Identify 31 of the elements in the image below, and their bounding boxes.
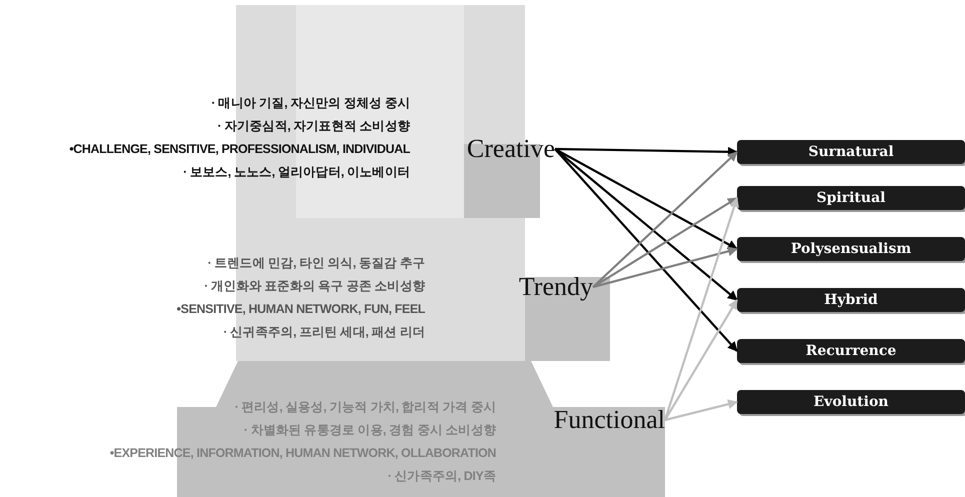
arrow — [554, 148, 738, 301]
trend-box: Recurrence — [737, 339, 965, 363]
arrow — [664, 399, 738, 422]
segment-label: Trendy — [475, 272, 593, 302]
bullet-text: · 차별화된 유통경로 이용, 경험 중시 소비성향 — [244, 422, 496, 438]
arrow — [554, 148, 738, 250]
arrow — [592, 151, 738, 288]
arrow — [592, 197, 738, 288]
bullet-text: · 자기중심적, 자기표현적 소비성향 — [218, 118, 410, 134]
bullet-text: · 신가족주의, DIY족 — [388, 468, 496, 484]
arrow — [664, 197, 739, 420]
segment-label: Functional — [516, 405, 665, 435]
bullet-text: •EXPERIENCE, INFORMATION, HUMAN NETWORK, OLLABORATION — [110, 445, 496, 461]
trend-box: Spiritual — [737, 186, 965, 210]
trend-box: Surnatural — [737, 140, 965, 164]
bullet-text: · 트렌드에 민감, 타인 의식, 동질감 추구 — [208, 255, 425, 271]
bullet-text: · 신귀족주의, 프리틴 세대, 패션 리더 — [223, 324, 425, 340]
trend-box: Hybrid — [737, 288, 965, 312]
bullet-text: •CHALLENGE, SENSITIVE, PROFESSIONALISM, INDIVIDUAL — [69, 141, 410, 157]
arrow — [554, 146, 738, 157]
arrow — [592, 246, 738, 288]
trend-box: Polysensualism — [737, 237, 965, 261]
bullet-text: · 편리성, 실용성, 기능적 가치, 합리적 가격 중시 — [234, 399, 496, 415]
bullet-text: •SENSITIVE, HUMAN NETWORK, FUN, FEEL — [176, 301, 425, 317]
bullet-text: · 개인화와 표준화의 욕구 공존 소비성향 — [204, 278, 425, 294]
arrow — [664, 299, 738, 421]
segment-label: Creative — [428, 134, 555, 164]
bullet-text: · 보보스, 노노스, 얼리아답터, 이노베이터 — [183, 164, 410, 180]
bullet-text: · 매니아 기질, 자신만의 정체성 중시 — [211, 95, 410, 111]
arrow — [554, 148, 738, 352]
trend-box: Evolution — [737, 390, 965, 414]
